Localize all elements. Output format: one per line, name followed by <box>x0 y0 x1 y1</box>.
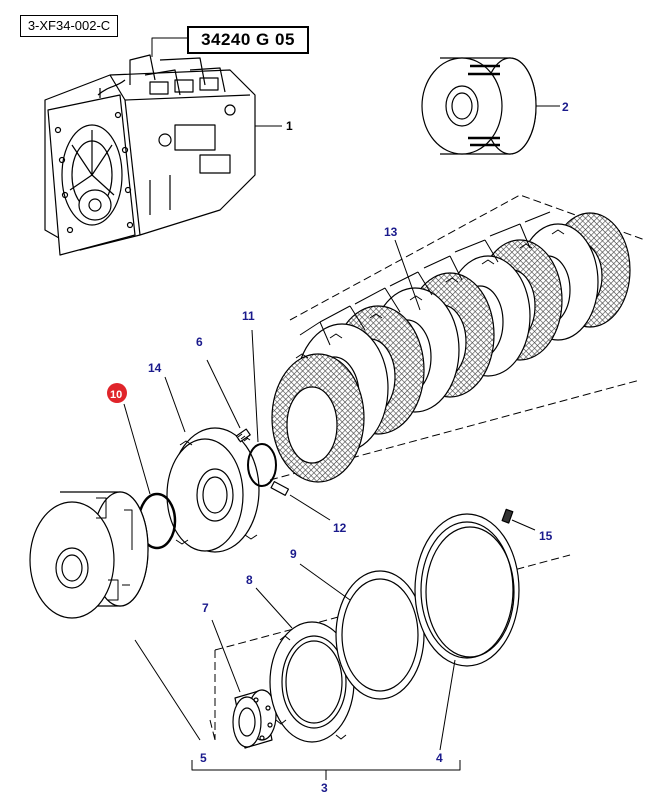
pin-part-12 <box>270 480 331 521</box>
transmission-housing-part-1 <box>44 37 282 256</box>
callout-13: 13 <box>384 225 398 239</box>
callout-12: 12 <box>333 521 347 535</box>
callout-4: 4 <box>436 751 443 765</box>
callout-5: 5 <box>200 751 207 765</box>
callout-9: 9 <box>290 547 297 561</box>
callout-2: 2 <box>562 100 569 114</box>
plug-part-15 <box>501 508 536 531</box>
steel-plate-part-8 <box>255 587 355 743</box>
callout-3: 3 <box>321 781 328 795</box>
group-reference-label: 34240 G 05 <box>187 26 309 54</box>
callout-10: 10 <box>110 389 122 401</box>
ring-plate-part-9 <box>299 563 425 700</box>
snap-ring-part-11 <box>247 329 277 487</box>
callout-15: 15 <box>539 529 553 543</box>
callout-8: 8 <box>246 573 253 587</box>
document-reference-label: 3-XF34-002-C <box>20 15 118 37</box>
highlight-badge <box>107 383 127 403</box>
callout-1: 1 <box>286 119 293 133</box>
callout-6: 6 <box>196 335 203 349</box>
clutch-disc-stack-part-13 <box>271 211 631 483</box>
callout-7: 7 <box>202 601 209 615</box>
clutch-drum-part-2 <box>421 57 560 155</box>
clutch-housing-part-5 <box>29 491 201 741</box>
bearing-part-7 <box>211 619 277 749</box>
callout-11: 11 <box>242 309 255 323</box>
spring-part-6 <box>206 359 251 443</box>
large-seal-ring-part-4 <box>414 513 520 751</box>
callout-14: 14 <box>148 361 162 375</box>
assembly-bracket-part-3 <box>191 760 461 780</box>
piston-part-14 <box>164 376 260 553</box>
